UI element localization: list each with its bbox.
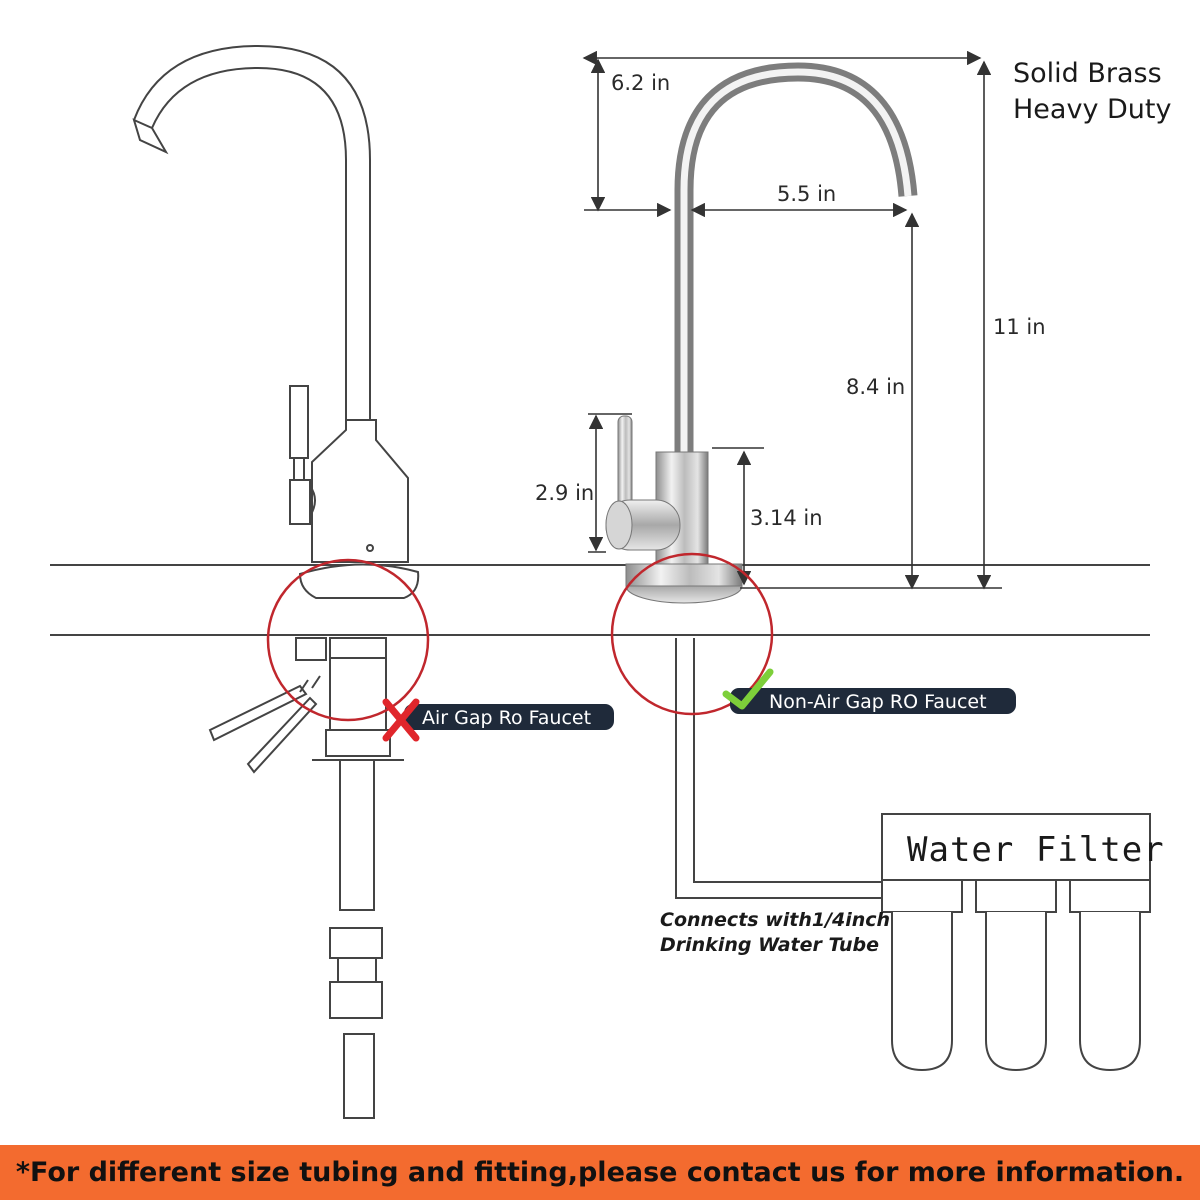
non-air-gap-faucet-image — [605, 62, 918, 604]
air-gap-faucet-drawing — [132, 44, 420, 1119]
cross-icon — [382, 698, 420, 742]
footer-banner: *For different size tubing and fitting,p… — [0, 1145, 1200, 1200]
dimension-lines — [582, 50, 1002, 590]
water-filter-label: Water Filter — [907, 830, 1165, 870]
non-air-gap-badge: Non-Air Gap RO Faucet — [730, 688, 1016, 714]
drinking-water-tube — [675, 638, 885, 899]
air-gap-badge: Air Gap Ro Faucet — [404, 704, 614, 730]
countertop — [50, 564, 1150, 636]
non-air-gap-badge-label: Non-Air Gap RO Faucet — [769, 691, 987, 713]
spout-height-label: 6.2 in — [611, 71, 670, 95]
material-label-line2: Heavy Duty — [1013, 94, 1171, 125]
total-height-label: 11 in — [993, 315, 1046, 339]
base-height-label: 3.14 in — [750, 506, 823, 530]
footer-note: *For different size tubing and fitting,p… — [15, 1157, 1185, 1188]
tube-note-line2: Drinking Water Tube — [660, 934, 879, 956]
spout-clearance-label: 8.4 in — [846, 375, 905, 399]
air-gap-highlight-circle — [266, 558, 430, 722]
water-filter — [881, 813, 1151, 1072]
handle-height-label: 2.9 in — [535, 481, 594, 505]
checkmark-icon — [722, 668, 774, 710]
reach-label: 5.5 in — [777, 182, 836, 206]
material-label-line1: Solid Brass — [1013, 58, 1162, 89]
non-air-gap-highlight-circle — [610, 552, 774, 716]
tube-note-line1: Connects with1/4inch — [660, 909, 890, 931]
air-gap-badge-label: Air Gap Ro Faucet — [422, 707, 591, 729]
